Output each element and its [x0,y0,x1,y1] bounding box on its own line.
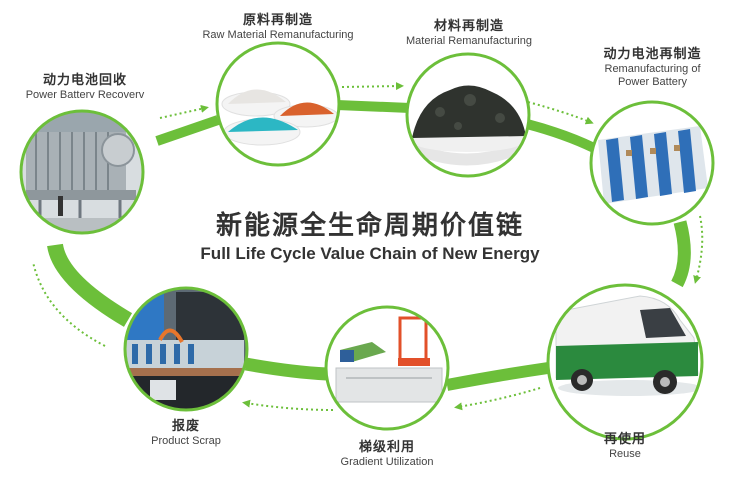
label-gradient-utilization: 梯级利用 Gradient Utilization [322,440,452,469]
label-en: Material Remanufacturing [406,34,532,47]
label-en: Product Scrap [151,434,221,447]
label-power-battery-recovery: 动力电池回收 Power Batterv Recoverv [10,73,160,102]
label-zh: 动力电池回收 [42,73,127,88]
title-chinese: 新能源全生命周期价值链 [215,211,524,241]
title-english: Full Life Cycle Value Chain of New Energ… [200,244,540,263]
label-en: Reuse [609,447,641,460]
stage-product-scrap [123,286,249,412]
stage-remanufacturing-of-power-battery [589,100,715,226]
label-raw-material-remanufacturing: 原料再制造 Raw Material Remanufacturing [188,13,368,42]
stage-material-remanufacturing [405,52,531,178]
label-en: Power Batterv Recoverv [25,88,145,101]
battery-pack-image [592,103,712,223]
label-en: Remanufacturing of [604,62,701,75]
label-zh: 梯级利用 [358,440,415,455]
label-zh: 动力电池再制造 [603,47,702,62]
label-zh: 材料再制造 [433,19,504,34]
label-en: Raw Material Remanufacturing [202,28,354,41]
stage-reuse [546,283,704,441]
label-remanufacturing-of-power-battery: 动力电池再制造 Remanufacturing of Power Battery [580,47,725,88]
electric-van-image [549,286,701,438]
stage-raw-material-remanufacturing [215,41,341,167]
label-zh: 报废 [171,419,200,434]
label-en: Gradient Utilization [340,455,434,468]
main-cycle-band [47,100,691,391]
label-reuse: 再使用 Reuse [575,432,675,461]
black-powder-image [408,55,528,175]
label-zh: 原料再制造 [242,13,313,28]
powders-image [218,44,338,164]
label-material-remanufacturing: 材料再制造 Material Remanufacturing [384,19,554,48]
stage-power-battery-recovery [19,109,145,235]
label-en-line2: Power Battery [617,75,688,88]
battery-modules-lift-container-image [327,308,447,428]
battery-recycling-machinery-image [22,112,142,232]
label-product-scrap: 报废 Product Scrap [136,419,236,448]
flow-arrows [32,82,704,411]
stage-gradient-utilization [324,305,450,431]
label-zh: 再使用 [603,432,646,447]
scrapped-battery-image [126,289,246,409]
diagram-title: 新能源全生命周期价值链 Full Life Cycle Value Chain … [180,205,560,264]
